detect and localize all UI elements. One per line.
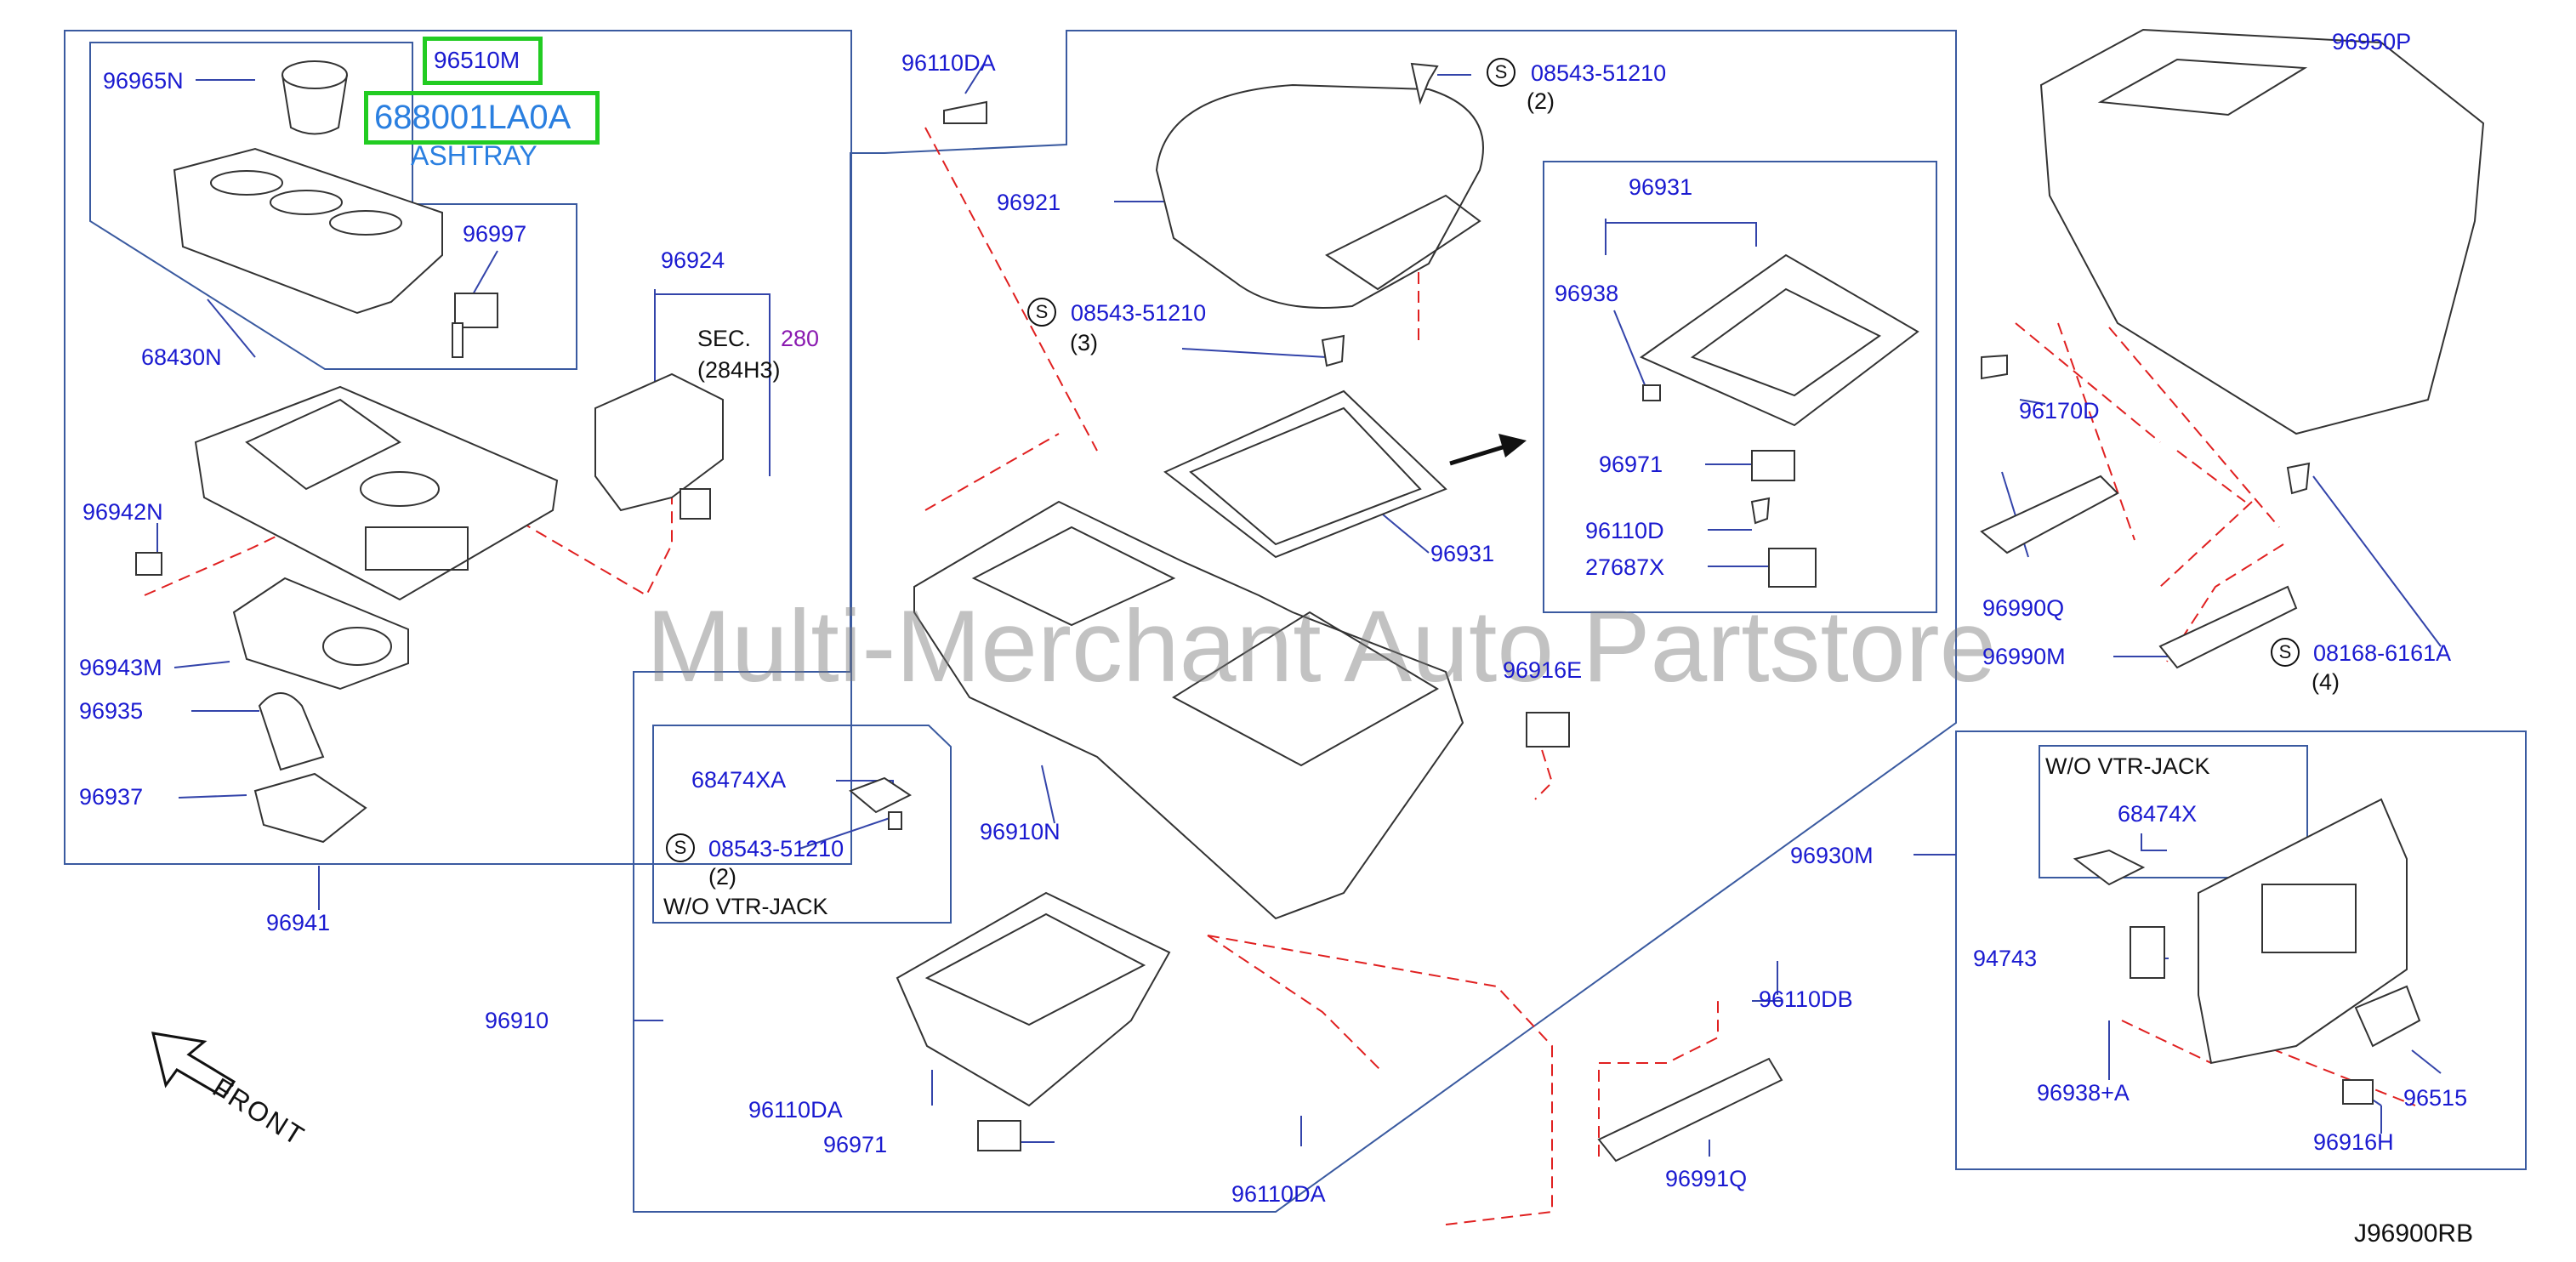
part-label-96935[interactable]: 96935: [79, 698, 144, 724]
box-console-upper-inner: [89, 42, 577, 370]
s-mark-08543-mid: S: [1027, 298, 1056, 327]
part-label-96950P[interactable]: 96950P: [2332, 29, 2412, 54]
section-ref-sub: (284H3): [697, 357, 781, 383]
part-label-68474XA[interactable]: 68474XA: [691, 767, 787, 793]
part-drawing-bracket-96924: [594, 372, 724, 512]
part-label-96916H[interactable]: 96916H: [2313, 1129, 2394, 1155]
part-label-96916E[interactable]: 96916E: [1503, 657, 1583, 683]
part-label-96515[interactable]: 96515: [2403, 1085, 2468, 1111]
part-label-68474X[interactable]: 68474X: [2118, 801, 2198, 827]
box-rear-panel: [1955, 730, 2527, 1170]
part-label-96991Q[interactable]: 96991Q: [1665, 1166, 1748, 1191]
part-label-688001LA0A[interactable]: 688001LA0A: [374, 99, 571, 136]
watermark: Multi-Merchant Auto Partstore: [646, 589, 1997, 703]
s-mark-08168: S: [2271, 638, 2300, 667]
part-label-96965N[interactable]: 96965N: [103, 68, 184, 94]
arrow-indicator: [1449, 434, 1527, 466]
qty-08543-low: (2): [708, 864, 736, 890]
part-label-96990Q[interactable]: 96990Q: [1982, 595, 2065, 621]
part-label-96110DB[interactable]: 96110DB: [1759, 986, 1853, 1012]
ashtray-label: ASHTRAY: [411, 140, 537, 171]
part-label-96943M[interactable]: 96943M: [79, 655, 162, 680]
part-label-96110DA-low[interactable]: 96110DA: [748, 1097, 843, 1123]
part-label-96910N[interactable]: 96910N: [980, 819, 1061, 844]
s-mark-08543-low: S: [666, 833, 695, 862]
part-label-27687X[interactable]: 27687X: [1585, 554, 1665, 580]
part-drawing-rear-panel: [2198, 798, 2408, 1065]
highlight-box-688001LA0A: [364, 91, 600, 145]
part-label-96990M[interactable]: 96990M: [1982, 644, 2066, 669]
qty-08168: (4): [2312, 669, 2340, 695]
part-drawing-tray: [173, 147, 443, 315]
box-lid-subset: [1543, 161, 1937, 613]
leader-lines: [156, 63, 2442, 1157]
wo-vtr-jack-right: W/O VTR-JACK: [2045, 753, 2210, 779]
part-label-96924[interactable]: 96924: [661, 247, 725, 273]
part-drawing-tray-frame: [1163, 389, 1447, 559]
part-label-96937[interactable]: 96937: [79, 784, 144, 810]
wo-vtr-jack-left: W/O VTR-JACK: [663, 894, 828, 919]
part-label-96910[interactable]: 96910: [485, 1008, 549, 1033]
box-bracket-subset: [652, 725, 952, 924]
highlight-box-96510M: [423, 37, 543, 85]
part-label-08543-51210-low[interactable]: 08543-51210: [708, 836, 844, 861]
front-arrow-icon: [151, 1032, 236, 1100]
part-drawing-bezel: [232, 577, 409, 691]
part-label-96931[interactable]: 96931: [1430, 541, 1495, 566]
part-label-96971-low[interactable]: 96971: [823, 1132, 888, 1157]
part-drawing-lid: [1155, 83, 1484, 309]
frame-boxes: [64, 30, 2527, 1213]
section-ref-number[interactable]: 280: [781, 326, 820, 351]
part-drawing-storage-bin: [896, 891, 1171, 1107]
section-ref-prefix: SEC.: [697, 326, 752, 351]
part-label-08168-6161A[interactable]: 08168-6161A: [2313, 640, 2452, 666]
part-drawing-console-body: [913, 500, 1464, 920]
part-label-68430N[interactable]: 68430N: [141, 344, 222, 370]
part-label-96971-box[interactable]: 96971: [1599, 452, 1663, 477]
part-drawing-finisher: [194, 385, 559, 601]
qty-08543-top: (2): [1527, 88, 1555, 114]
part-label-96941[interactable]: 96941: [266, 910, 331, 935]
part-label-96997[interactable]: 96997: [463, 221, 527, 247]
qty-08543-mid: (3): [1070, 330, 1098, 355]
part-label-96931-box[interactable]: 96931: [1629, 174, 1693, 200]
part-label-96921[interactable]: 96921: [997, 190, 1061, 215]
part-label-96930M[interactable]: 96930M: [1790, 843, 1874, 868]
part-label-96510M[interactable]: 96510M: [434, 47, 520, 73]
part-drawing-rear-cover: [2039, 28, 2485, 435]
part-label-96938-A[interactable]: 96938+A: [2037, 1080, 2130, 1106]
part-label-96110DA-bottom[interactable]: 96110DA: [1231, 1181, 1326, 1207]
part-label-96942N[interactable]: 96942N: [82, 499, 163, 525]
part-label-94743[interactable]: 94743: [1973, 946, 2038, 971]
part-label-96110DA-top[interactable]: 96110DA: [901, 50, 996, 76]
diagram-code: J96900RB: [2354, 1219, 2474, 1248]
box-console-main: [633, 30, 1957, 1213]
part-drawing-cup: [281, 60, 348, 89]
assembly-dashed-lines: [144, 85, 2416, 1225]
part-label-08543-51210-top[interactable]: 08543-51210: [1531, 60, 1667, 86]
part-label-08543-51210-mid[interactable]: 08543-51210: [1071, 300, 1207, 326]
part-label-96110D[interactable]: 96110D: [1585, 518, 1664, 543]
s-mark-08543-top: S: [1487, 58, 1515, 87]
part-label-96170D[interactable]: 96170D: [2019, 398, 2100, 424]
box-vtr-jack-subset: [2039, 745, 2308, 878]
part-label-96938[interactable]: 96938: [1555, 281, 1619, 306]
part-drawings: [135, 28, 2485, 1163]
